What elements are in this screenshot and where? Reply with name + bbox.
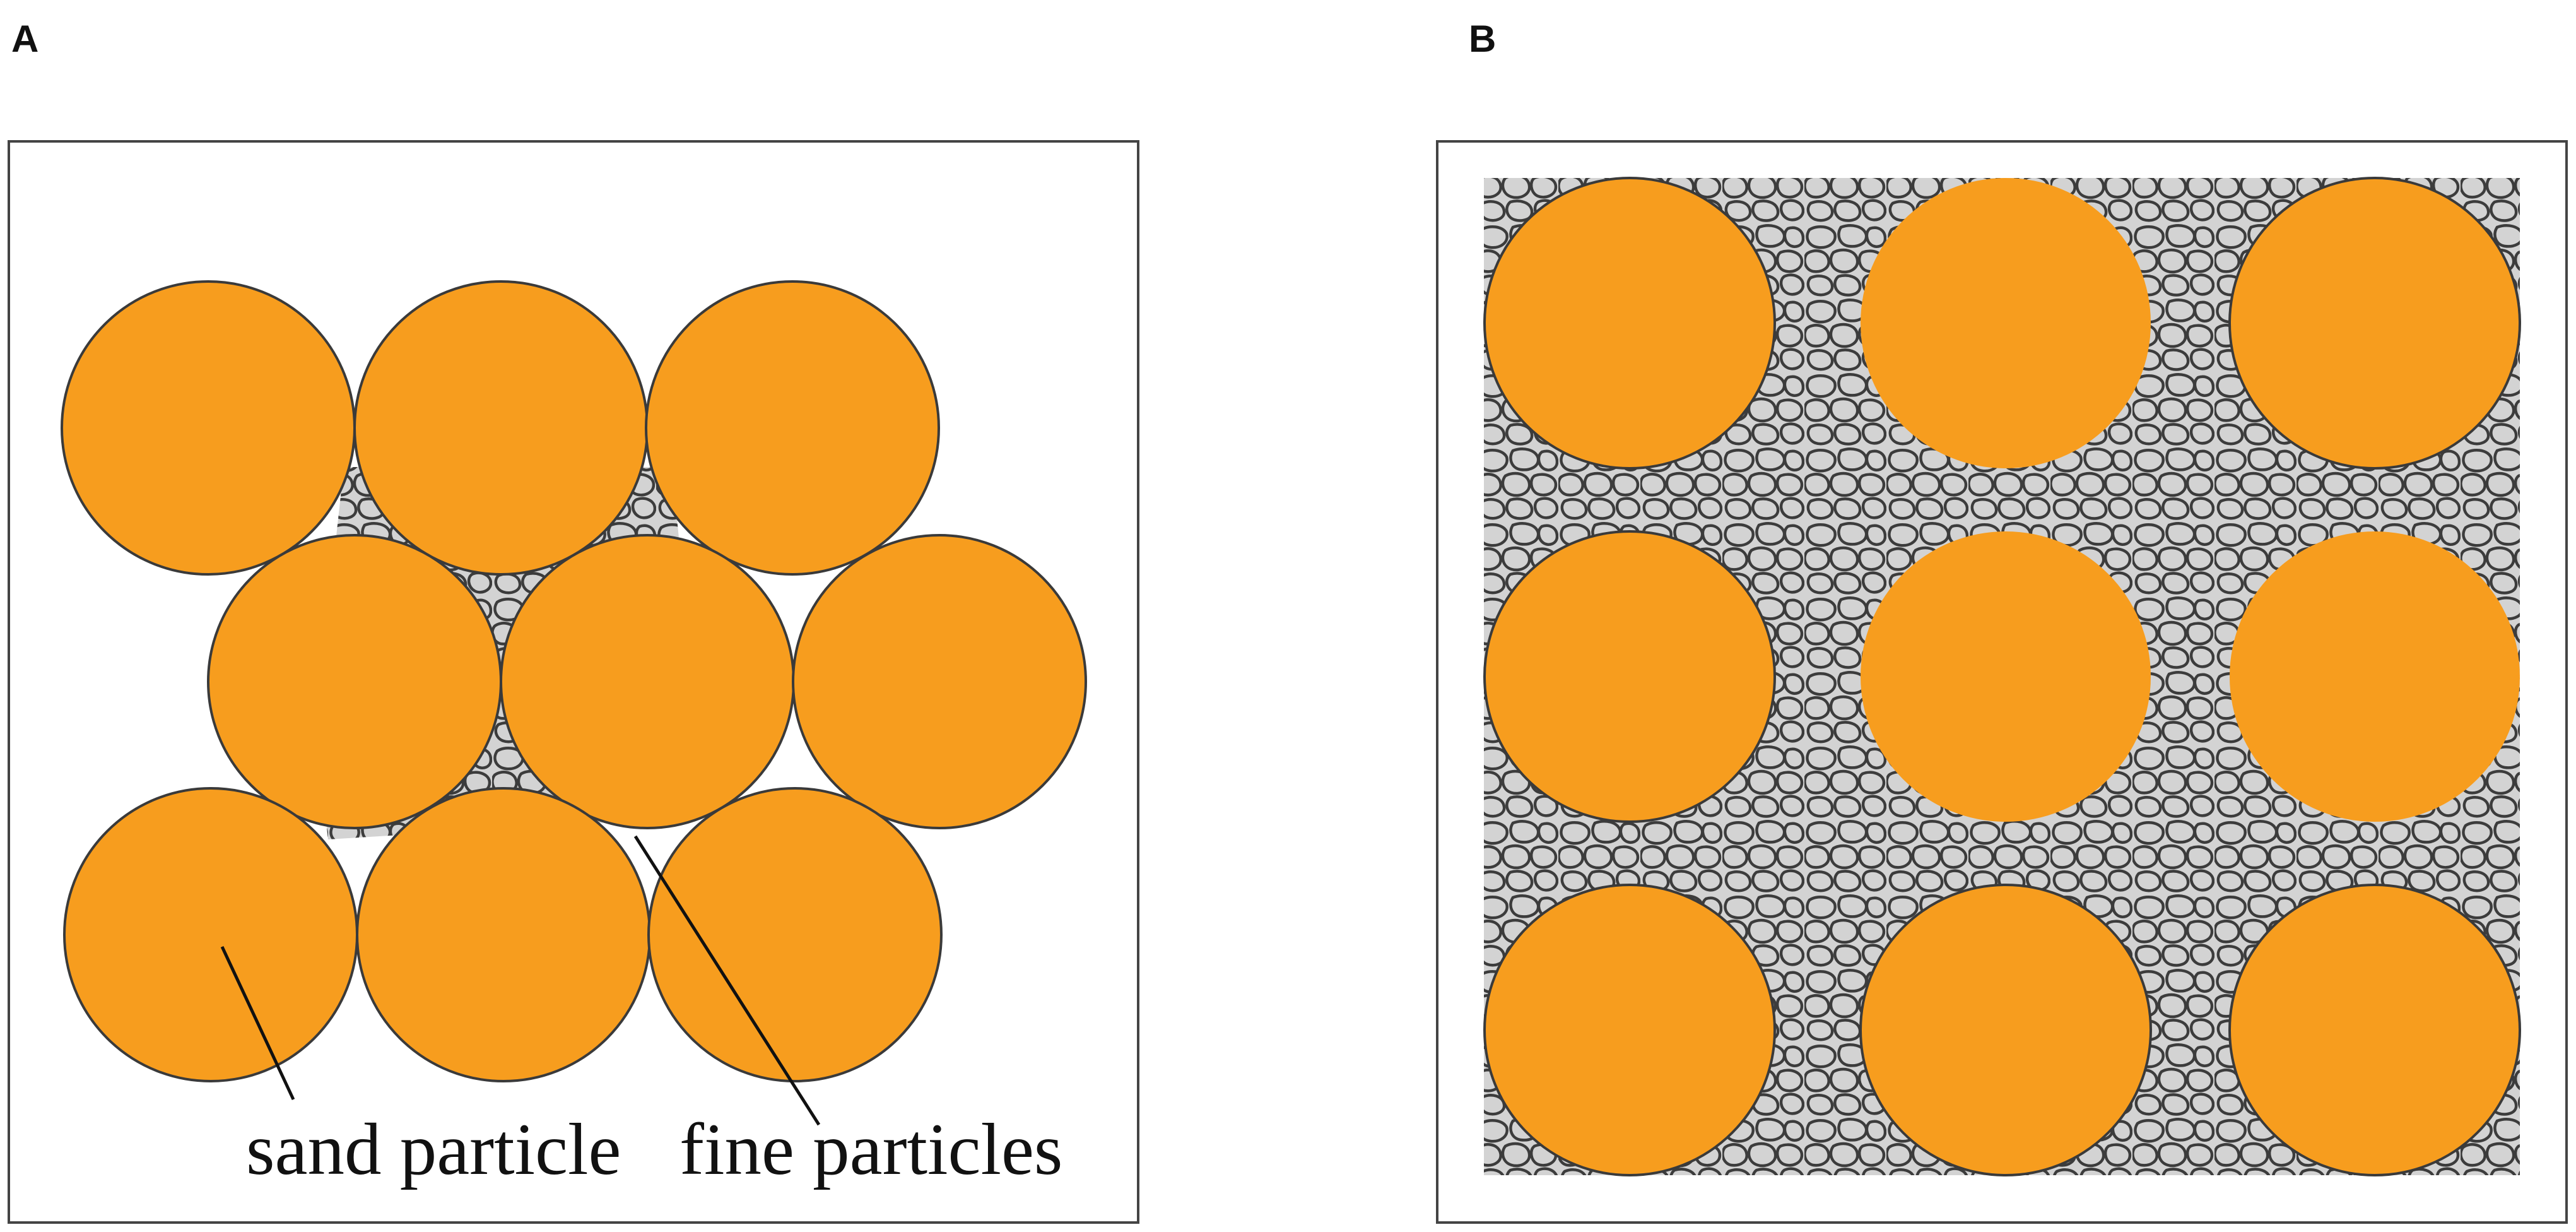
panel-a-sand-particle-2 — [353, 280, 649, 576]
panel-b-sand-particle-9 — [2228, 884, 2521, 1176]
panel-a-sand-particle-8 — [356, 787, 651, 1082]
panel-b-letter: B — [1469, 18, 1496, 60]
fines-label-leader — [633, 835, 821, 1126]
panel-b-sand-particle-8 — [1859, 884, 2152, 1176]
panel-b-sand-particles — [1483, 177, 2521, 1176]
panel-b-sand-particle-5 — [1861, 531, 2151, 822]
panel-b-sand-particle-3 — [2228, 177, 2521, 470]
panel-a-sand-particle-7 — [63, 787, 358, 1082]
panel-a-sand-particle-6 — [792, 534, 1087, 829]
panel-a-sand-particle-9 — [647, 787, 943, 1082]
panel-a-sand-particle-1 — [61, 280, 356, 576]
panel-a-letter: A — [11, 18, 38, 60]
fine-particles-label: fine particles — [679, 1109, 1062, 1190]
panel-b-sand-particle-2 — [1861, 178, 2151, 468]
panel-b-sand-particle-7 — [1483, 884, 1776, 1176]
panel-a-sand-particle-3 — [645, 280, 940, 576]
panel-a-sand-particle-4 — [207, 534, 502, 829]
panel-b-sand-particle-6 — [2230, 531, 2520, 822]
panel-a-sand-particles — [61, 280, 1087, 1082]
sand-label-leader — [220, 945, 295, 1101]
panel-a-sand-particle-5 — [500, 534, 795, 829]
panel-b-sand-particle-1 — [1483, 177, 1776, 470]
sand-particle-label: sand particle — [246, 1109, 621, 1190]
panel-b-sand-particle-4 — [1483, 530, 1776, 823]
